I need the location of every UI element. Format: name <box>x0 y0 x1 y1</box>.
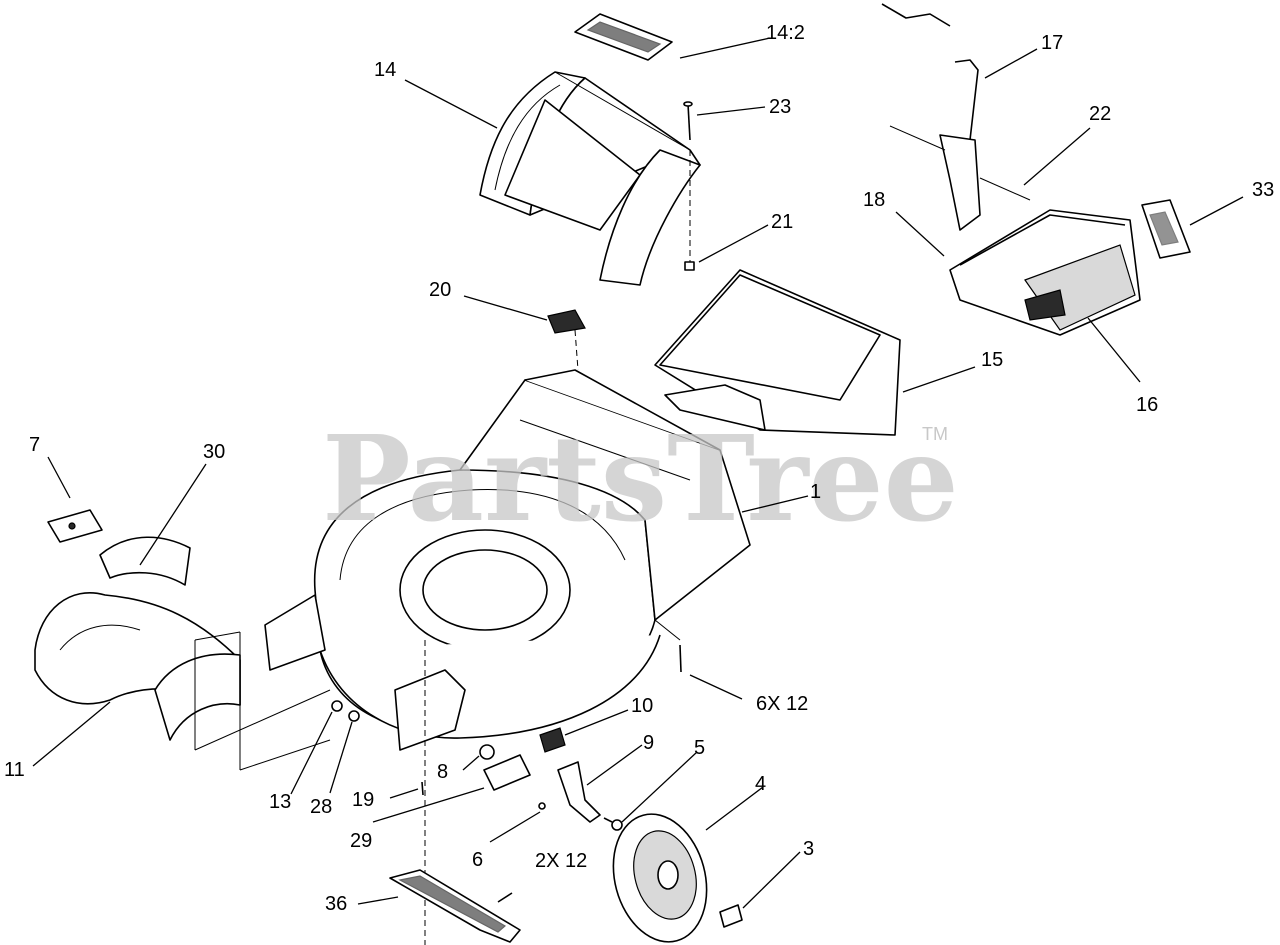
screw-part-19[interactable] <box>421 781 424 796</box>
callout-21: 21 <box>771 211 793 233</box>
callout-30: 30 <box>203 441 225 463</box>
callout-4: 4 <box>755 773 766 795</box>
cap-part-10[interactable] <box>539 727 566 753</box>
callout-15: 15 <box>981 349 1003 371</box>
watermark-text: PartsTree <box>322 409 959 548</box>
skid-plate-part-36[interactable] <box>389 869 521 943</box>
bail-lever-part-17[interactable] <box>954 59 979 141</box>
callout-6x12: 6X 12 <box>756 693 808 715</box>
screw-part-5[interactable] <box>603 817 623 831</box>
washer-part-28[interactable] <box>348 710 360 722</box>
screw-6x12[interactable] <box>679 644 682 673</box>
callout-1: 1 <box>810 481 821 503</box>
screw-2x12[interactable] <box>497 892 513 903</box>
nut-part-6[interactable] <box>538 802 546 810</box>
callout-19: 19 <box>352 789 374 811</box>
bolt-part-3[interactable] <box>719 904 743 928</box>
callout-13: 13 <box>269 791 291 813</box>
nut-part-13[interactable] <box>331 700 343 712</box>
callout-7: 7 <box>29 434 40 456</box>
callout-2x12: 2X 12 <box>535 850 587 872</box>
callout-labels: 14:2 14 23 21 17 22 18 33 16 15 20 1 7 3… <box>4 22 1274 915</box>
watermark-trademark: TM <box>922 424 948 444</box>
flap-part-30[interactable] <box>99 536 191 586</box>
callout-17: 17 <box>1041 32 1063 54</box>
callout-22: 22 <box>1089 103 1111 125</box>
callout-20: 20 <box>429 279 451 301</box>
grass-chute-part-15[interactable] <box>654 269 901 436</box>
callout-28: 28 <box>310 796 332 818</box>
axle-bracket-part-29[interactable] <box>483 754 531 791</box>
callout-29: 29 <box>350 830 372 852</box>
callout-14-2: 14:2 <box>766 22 805 44</box>
callout-11: 11 <box>4 759 25 781</box>
partstree-watermark: PartsTree TM <box>322 409 959 548</box>
callout-6: 6 <box>472 849 483 871</box>
callout-5: 5 <box>694 737 705 759</box>
arm-part-9[interactable] <box>557 761 601 823</box>
callout-33: 33 <box>1252 179 1274 201</box>
bracket-part-7[interactable] <box>47 509 103 543</box>
front-bracket-part-19[interactable] <box>394 669 466 751</box>
front-bracket-left[interactable] <box>264 594 326 671</box>
wheel-part-4[interactable] <box>600 804 721 945</box>
leader-lines <box>32 37 1244 909</box>
cable-end-top <box>881 3 951 27</box>
nut-part-21[interactable] <box>684 261 695 271</box>
callout-3: 3 <box>803 838 814 860</box>
washer-part-8[interactable] <box>479 744 495 760</box>
bracket-part-22[interactable] <box>889 125 1031 231</box>
front-bumper-part-11[interactable] <box>34 592 241 741</box>
callout-10: 10 <box>631 695 653 717</box>
control-housing-part-18[interactable] <box>949 209 1141 336</box>
callout-9: 9 <box>643 732 654 754</box>
upper-handle-part-14[interactable] <box>479 71 701 286</box>
deck-housing-part-1[interactable] <box>313 369 751 739</box>
bolt-part-23[interactable] <box>683 101 693 141</box>
callout-36: 36 <box>325 893 347 915</box>
decal-part-14-2[interactable] <box>574 13 673 61</box>
callout-16: 16 <box>1136 394 1158 416</box>
plate-part-33[interactable] <box>1141 199 1191 259</box>
callout-14: 14 <box>374 59 396 81</box>
bumper-part-20[interactable] <box>547 309 586 334</box>
callout-18: 18 <box>863 189 885 211</box>
callout-23: 23 <box>769 96 791 118</box>
callout-8: 8 <box>437 761 448 783</box>
